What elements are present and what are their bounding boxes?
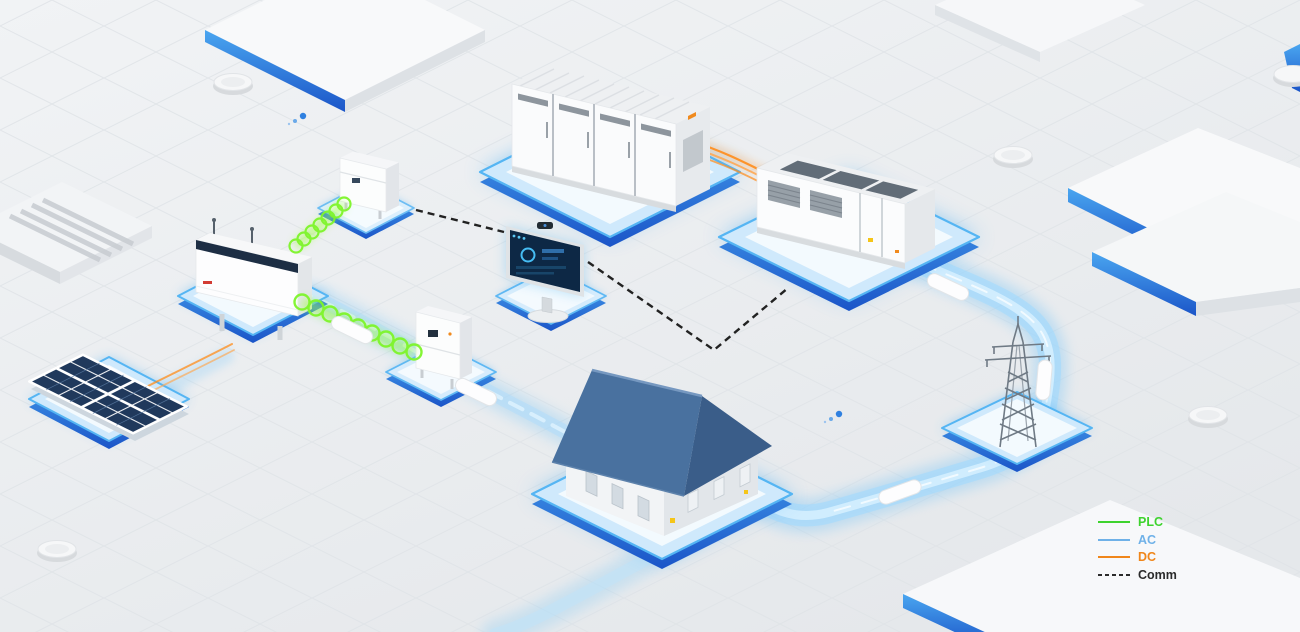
disc-right-edge [1273, 65, 1300, 87]
legend-label-comm: Comm [1138, 568, 1177, 582]
pipe-capsule-5 [878, 479, 922, 505]
power-cabinet-lower [415, 306, 472, 389]
disc-right [1188, 406, 1228, 428]
legend-label-dc: DC [1138, 550, 1156, 564]
legend: PLC AC DC Comm [1098, 515, 1177, 582]
slab-top-right-lower [1092, 192, 1300, 316]
comm-line-left [415, 208, 505, 234]
disc-bottom-left [37, 540, 77, 562]
legend-label-ac: AC [1138, 533, 1156, 547]
office-building [551, 368, 772, 536]
legend-item-ac: AC [1098, 533, 1156, 547]
building-windows-right [687, 463, 751, 513]
pcs-unit [756, 153, 935, 269]
pv-array [28, 353, 189, 441]
ac-ribbon-pv-inverter [158, 348, 234, 396]
platform-tower [941, 391, 1093, 472]
monitoring-pc [506, 222, 584, 323]
legend-item-plc: PLC [1098, 515, 1163, 529]
plc-coil-upper [288, 196, 352, 254]
pipe-capsule-1 [331, 315, 373, 345]
disc-top-right [993, 146, 1033, 168]
slab-top-left [205, 0, 485, 112]
pipe-capsule-2 [455, 377, 497, 407]
slab-top-center [935, 0, 1145, 62]
disc-top-left [213, 73, 253, 95]
transmission-tower [984, 316, 1052, 448]
legend-item-dc: DC [1098, 550, 1156, 564]
slab-stairs-left [0, 182, 152, 284]
building-windows-left [585, 470, 650, 522]
comm-line-right [587, 261, 789, 352]
slab-bottom-right [903, 500, 1300, 632]
roof-right-slope [684, 396, 772, 496]
comm-lines [415, 208, 789, 352]
legend-label-plc: PLC [1138, 515, 1163, 529]
battery-container [511, 67, 710, 212]
wireless-marker-left [287, 112, 307, 126]
pipe-capsules [331, 273, 1053, 505]
inverter [195, 218, 312, 340]
comm-cabinet-upper [339, 151, 399, 219]
wireless-marker-right [823, 410, 843, 424]
pipe-capsule-3 [926, 273, 970, 301]
dc-link-pv-inverter [147, 343, 235, 393]
roof-front-slope [552, 370, 702, 496]
legend-item-comm: Comm [1098, 568, 1177, 582]
pipe-capsule-4 [1035, 359, 1053, 401]
